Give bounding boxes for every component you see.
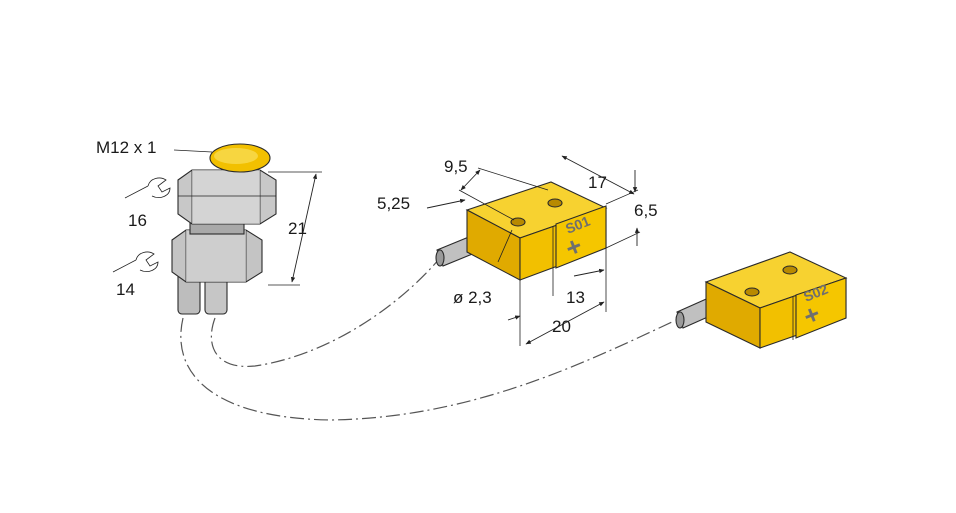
dim-width-17: 17 [588, 173, 607, 192]
dim-wrench-16: 16 [128, 211, 147, 230]
dim-wrench-14: 14 [116, 280, 135, 299]
sensor-s01 [435, 181, 608, 281]
wrench-icon-upper [124, 177, 171, 199]
dim-length-20: 20 [552, 317, 571, 336]
dim-height-21: 21 [288, 219, 307, 238]
dim-hole-diameter: ø 2,3 [453, 288, 492, 307]
dim-hole-spacing: 9,5 [444, 157, 468, 176]
dim-offset: 5,25 [377, 194, 410, 213]
sensor-s02 [675, 251, 848, 349]
cable-to-s02 [180, 317, 673, 421]
dim-length-13: 13 [566, 288, 585, 307]
dim-height-6-5: 6,5 [634, 201, 658, 220]
m12-connector [171, 143, 277, 315]
dim-thread: M12 x 1 [96, 138, 156, 157]
wrench-icon-lower [112, 251, 159, 273]
cable-to-s01 [210, 257, 441, 367]
